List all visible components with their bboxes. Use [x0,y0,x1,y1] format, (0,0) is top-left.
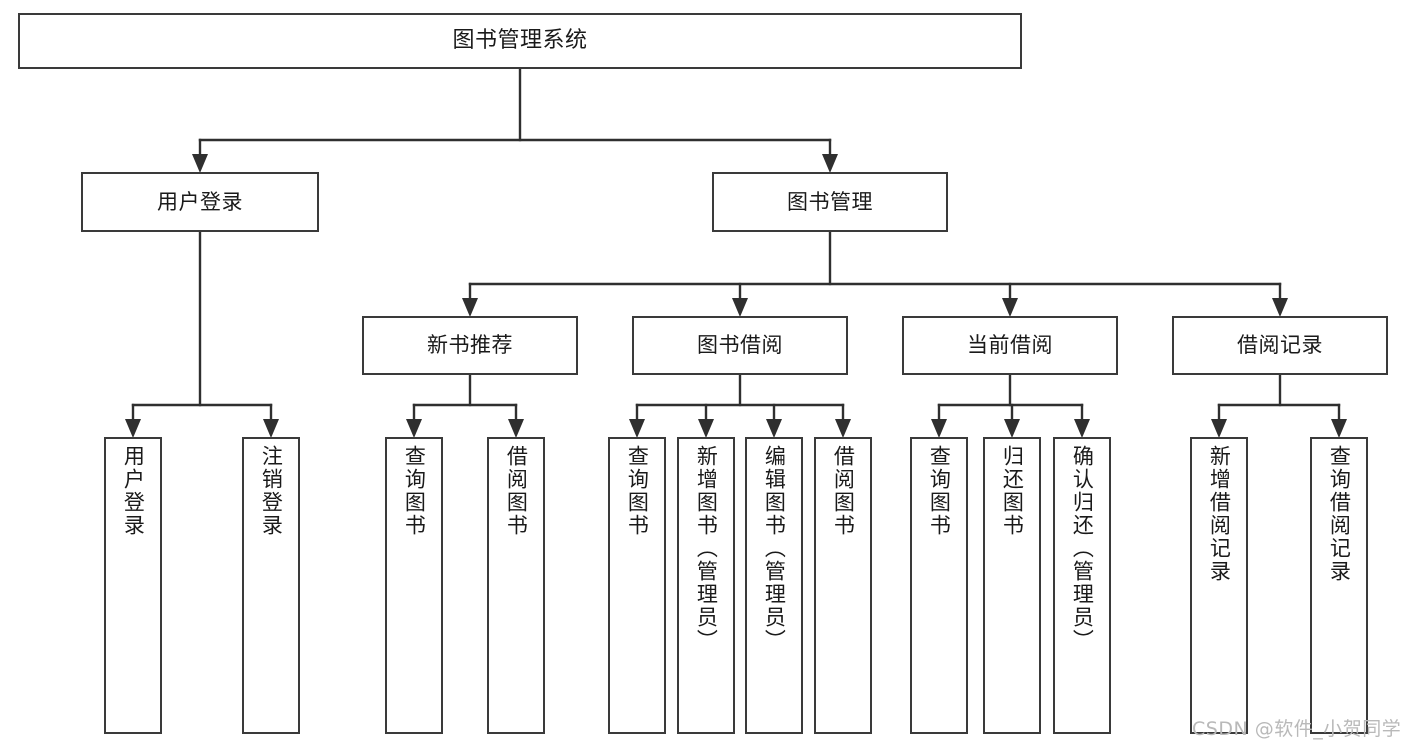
node-leaf-borrow-book-2-label: 借阅图书 [831,445,856,537]
node-leaf-user-logout[interactable]: 注销登录 [242,437,300,734]
node-leaf-confirm-return[interactable]: 确认归还（管理员） [1053,437,1111,734]
node-leaf-confirm-return-label: 确认归还（管理员） [1070,445,1095,652]
node-leaf-user-login-label: 用户登录 [121,445,146,537]
node-new-book-recommend[interactable]: 新书推荐 [362,316,578,375]
node-leaf-query-book-1-label: 查询图书 [402,445,427,537]
node-book-borrow[interactable]: 图书借阅 [632,316,848,375]
node-leaf-add-book[interactable]: 新增图书（管理员） [677,437,735,734]
node-leaf-query-book-2-label: 查询图书 [625,445,650,537]
node-leaf-user-logout-label: 注销登录 [259,445,284,537]
node-leaf-edit-book-label: 编辑图书（管理员） [762,445,787,652]
node-new-book-recommend-label: 新书推荐 [427,333,513,357]
node-leaf-borrow-book-1[interactable]: 借阅图书 [487,437,545,734]
node-leaf-borrow-book-2[interactable]: 借阅图书 [814,437,872,734]
node-user-login[interactable]: 用户登录 [81,172,319,232]
node-book-manage-label: 图书管理 [787,189,873,214]
csdn-watermark: CSDN @软件_小贺同学 [1192,718,1402,740]
node-book-manage[interactable]: 图书管理 [712,172,948,232]
node-current-borrow[interactable]: 当前借阅 [902,316,1118,375]
node-root[interactable]: 图书管理系统 [18,13,1022,69]
node-book-borrow-label: 图书借阅 [697,333,783,357]
node-user-login-label: 用户登录 [157,189,243,214]
node-leaf-return-book-label: 归还图书 [1000,445,1025,537]
node-leaf-user-login[interactable]: 用户登录 [104,437,162,734]
node-borrow-record-label: 借阅记录 [1237,333,1323,357]
node-leaf-borrow-book-1-label: 借阅图书 [504,445,529,537]
node-leaf-add-record-label: 新增借阅记录 [1207,445,1232,583]
node-leaf-query-book-3[interactable]: 查询图书 [910,437,968,734]
node-leaf-query-record[interactable]: 查询借阅记录 [1310,437,1368,734]
node-leaf-query-record-label: 查询借阅记录 [1327,445,1352,583]
node-current-borrow-label: 当前借阅 [967,333,1053,357]
node-borrow-record[interactable]: 借阅记录 [1172,316,1388,375]
node-leaf-add-record[interactable]: 新增借阅记录 [1190,437,1248,734]
node-root-label: 图书管理系统 [452,28,588,53]
node-leaf-add-book-label: 新增图书（管理员） [694,445,719,652]
node-leaf-edit-book[interactable]: 编辑图书（管理员） [745,437,803,734]
node-leaf-query-book-1[interactable]: 查询图书 [385,437,443,734]
node-leaf-query-book-3-label: 查询图书 [927,445,952,537]
node-leaf-query-book-2[interactable]: 查询图书 [608,437,666,734]
node-leaf-return-book[interactable]: 归还图书 [983,437,1041,734]
